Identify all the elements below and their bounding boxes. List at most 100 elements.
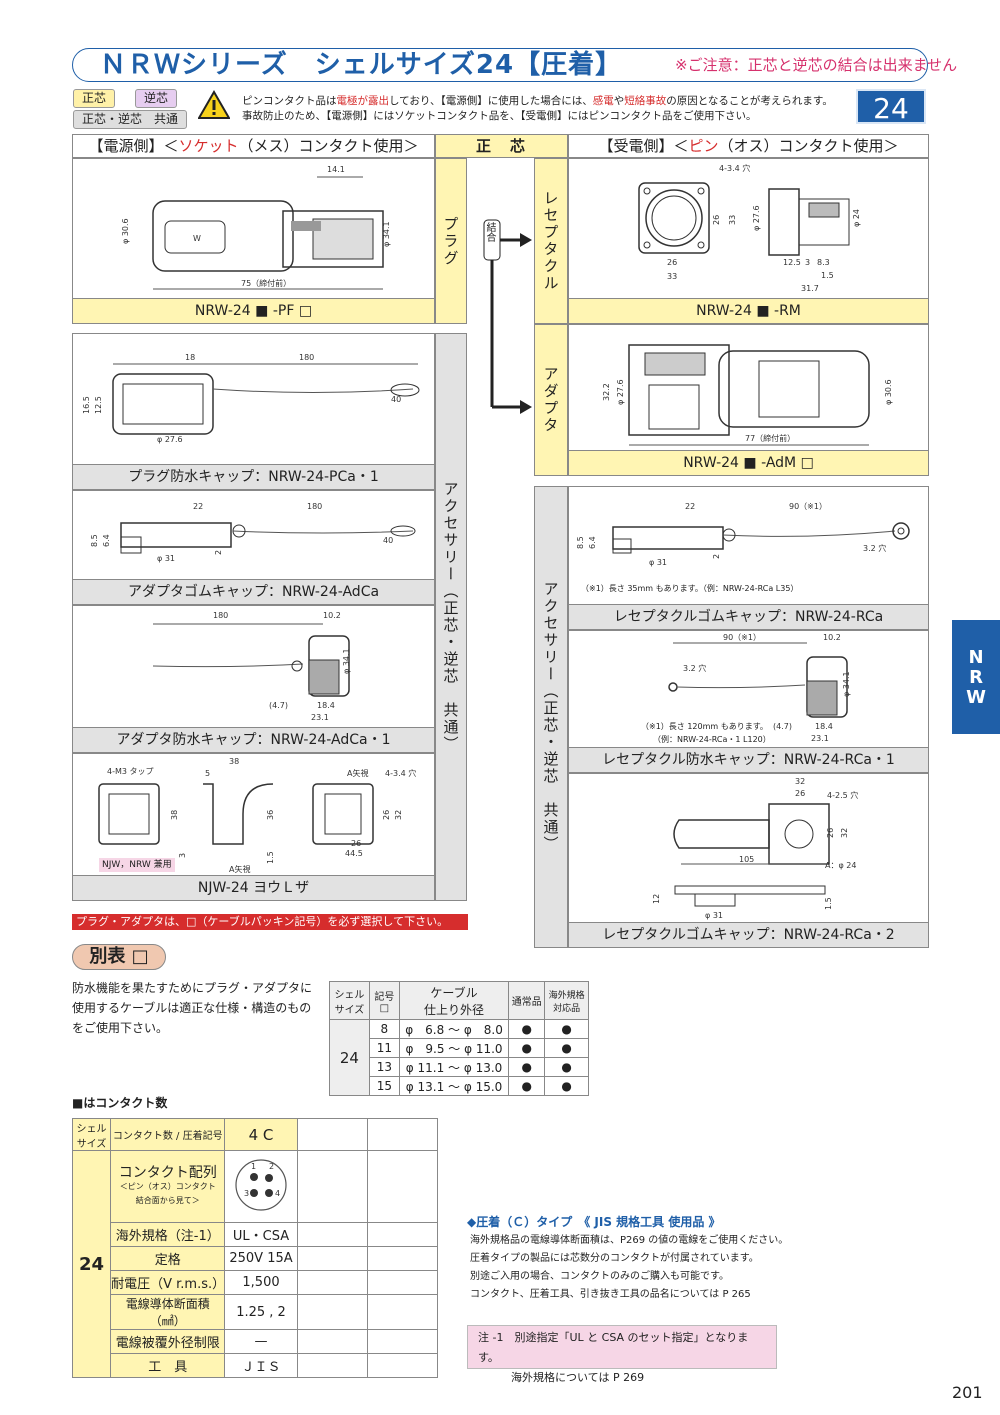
svg-text:4: 4 [275,1189,280,1198]
adapter-cap-panel: 180 10.2 φ 34.1 (4.7) 18.4 23.1 アダプタ防水キャ… [72,605,435,753]
svg-text:3.2 穴: 3.2 穴 [863,543,886,553]
rec-rubber-panel: 22 90（※1） 8.5 6.4 2 3.2 穴 φ 31 （※1）長さ 35… [568,486,929,630]
connect-arrows [483,219,532,414]
svg-text:φ 27.6: φ 27.6 [752,205,761,231]
svg-text:3: 3 [178,853,187,858]
label-plug: プラグ [435,158,467,324]
label-adapter: アダプタ [534,324,568,476]
badge-seishin: 正芯 [73,89,116,108]
adapter-caption: NRW-24 ■ -AdM □ [569,450,928,475]
title-frame [72,48,928,82]
spec-table: シェル サイズ コンタクト数 / 圧着記号 4 C 24 コンタクト配列 ＜ピン… [71,1118,439,1378]
svg-text:3.2 穴: 3.2 穴 [683,663,706,673]
red-note: プラグ・アダプタは、□（ケーブルパッキン記号）を必ず選択して下さい。 [72,914,468,930]
svg-text:26: 26 [795,789,805,798]
svg-text:φ 34.1: φ 34.1 [382,221,391,247]
rec-cap-caption: レセプタクル防水キャップ：NRW-24-RCa・1 [569,747,928,772]
svg-text:23.1: 23.1 [811,734,829,743]
svg-text:φ 34.1: φ 34.1 [342,648,351,674]
rec-rubber2-panel: 32 26 4-2.5 穴 26 32 105 A：φ 24 12 1.5 φ … [568,773,929,948]
svg-text:6.4: 6.4 [588,536,597,549]
svg-text:φ 27.6: φ 27.6 [616,379,625,405]
svg-text:2: 2 [214,550,223,555]
svg-text:38: 38 [229,757,239,766]
svg-text:φ 31: φ 31 [705,911,723,920]
svg-text:26: 26 [826,828,835,838]
njw-caption: NJW-24 ヨウＬザ [73,875,434,900]
svg-text:26: 26 [351,839,361,848]
rec-rubber-drawing: 22 90（※1） 8.5 6.4 2 3.2 穴 φ 31 [576,502,910,567]
overseas-note: 注 -1 別途指定「UL と CSA のセット指定」となります。 海外規格につい… [467,1325,777,1384]
svg-text:22: 22 [193,502,203,511]
adapter-cap-caption: アダプタ防水キャップ：NRW-24-AdCa・1 [73,727,434,752]
svg-text:φ 30.6: φ 30.6 [121,218,130,244]
label-accessory-right: アクセサリー（正芯・逆芯 共通） [534,486,568,948]
svg-text:8.5: 8.5 [90,534,99,547]
svg-text:10.2: 10.2 [823,633,841,642]
svg-text:12.5: 12.5 [783,258,801,267]
badge-gyakushin: 逆芯 [135,89,178,108]
plug-cap-caption: プラグ防水キャップ：NRW-24-PCa・1 [73,464,434,489]
svg-text:90（※1）: 90（※1） [723,633,761,642]
plug-panel: 14.1 φ 30.6 φ 34.1 75（締付前） W NRW-24 ■ -P… [72,158,435,324]
svg-text:14.1: 14.1 [327,165,345,174]
svg-text:16.5: 16.5 [82,396,91,414]
adapter-rubber-caption: アダプタゴムキャップ：NRW-24-AdCa [73,579,434,604]
warning-icon [198,90,230,119]
svg-text:77（締付前）: 77（締付前） [745,433,795,443]
page-title: ＮＲＷシリーズ シェルサイズ24【圧着】 [100,50,623,80]
contact-heading: ■はコンタクト数 [72,1096,168,1110]
svg-text:φ 31: φ 31 [157,554,175,563]
svg-text:3: 3 [244,1189,249,1198]
svg-text:180: 180 [213,611,228,620]
svg-text:3: 3 [805,258,810,267]
rec-rubber-caption: レセプタクルゴムキャップ：NRW-24-RCa [569,604,928,629]
svg-text:33: 33 [667,272,677,281]
rec-rubber2-drawing: 32 26 4-2.5 穴 26 32 105 A：φ 24 12 1.5 φ … [652,777,858,920]
svg-text:44.5: 44.5 [345,849,363,858]
svg-text:40: 40 [391,395,401,404]
svg-text:90（※1）: 90（※1） [789,502,827,511]
svg-text:40: 40 [383,536,393,545]
svg-text:26: 26 [667,258,677,267]
svg-text:φ 30.6: φ 30.6 [884,379,893,405]
receptacle-caption: NRW-24 ■ -RM [569,298,928,323]
svg-text:12: 12 [652,894,661,904]
njw-drawing: 4-M3 タップ 38 5 A矢視 4-3.4 穴 38 36 26 32 3 … [98,757,416,874]
title-caution-note: ※ご注意：正芯と逆芯の結合は出来ません [675,56,958,74]
contact-layout-diagram: 1 2 3 4 [235,1159,287,1211]
svg-text:A：φ 24: A：φ 24 [825,861,856,870]
svg-text:2: 2 [269,1162,274,1171]
svg-text:4-M3 タップ: 4-M3 タップ [107,767,154,776]
svg-text:φ 31: φ 31 [649,558,667,567]
series-side-tab: N R W [952,620,1000,734]
svg-text:32: 32 [394,810,403,820]
svg-text:180: 180 [307,502,322,511]
rec-cap-drawing: 90（※1） 10.2 3.2 穴 φ 34.1 (4.7) 18.4 23.1 [668,633,851,743]
svg-text:18: 18 [185,353,195,362]
svg-text:18.4: 18.4 [815,722,833,731]
svg-text:6.4: 6.4 [102,534,111,547]
adapter-drawing: 32.2 φ 27.6 φ 30.6 77（締付前） [602,344,893,446]
label-accessory-left: アクセサリー（正芯・逆芯 共通） [435,333,467,901]
crimp-text: 海外規格品の電線導体断面積は、P269 の値の電線をご使用ください。 圧着タイプ… [470,1235,789,1300]
svg-text:1.5: 1.5 [266,851,275,864]
svg-text:(4.7): (4.7) [773,722,792,731]
svg-text:1: 1 [251,1162,256,1171]
svg-text:33: 33 [728,215,737,225]
warning-text: ピンコンタクト品は電極が露出しており、【電源側】に使用した場合には、感電や短絡事… [242,95,833,122]
svg-text:8.5: 8.5 [576,536,585,549]
svg-text:12.5: 12.5 [94,396,103,414]
svg-text:26: 26 [382,810,391,820]
svg-text:105: 105 [739,855,754,864]
svg-text:4-2.5 穴: 4-2.5 穴 [827,790,858,800]
svg-text:4-3.4 穴: 4-3.4 穴 [385,768,416,778]
receptacle-panel: 4-3.4 穴 26 33 φ 27.6 φ 24 12.5 3 8.3 1.5… [568,158,929,324]
svg-text:18.4: 18.4 [317,701,335,710]
beppyo-text: 防水機能を果たすためにプラグ・アダプタに 使用するケーブルは適正な仕様・構造のも… [72,981,313,1035]
crimp-title: ◆圧着（Ｃ）タイプ 《 JIS 規格工具 使用品 》 [467,1215,721,1229]
rec-rubber-note: （※1）長さ 35mm もあります。（例：NRW-24-RCa L35） [581,584,799,593]
adapter-panel: 32.2 φ 27.6 φ 30.6 77（締付前） NRW-24 ■ -AdM… [568,324,929,476]
cable-table: シェル サイズ 記号 □ ケーブル 仕上り外径 通常品 海外規格 対応品 24 … [329,981,589,1096]
svg-text:75（締付前）: 75（締付前） [241,278,291,288]
